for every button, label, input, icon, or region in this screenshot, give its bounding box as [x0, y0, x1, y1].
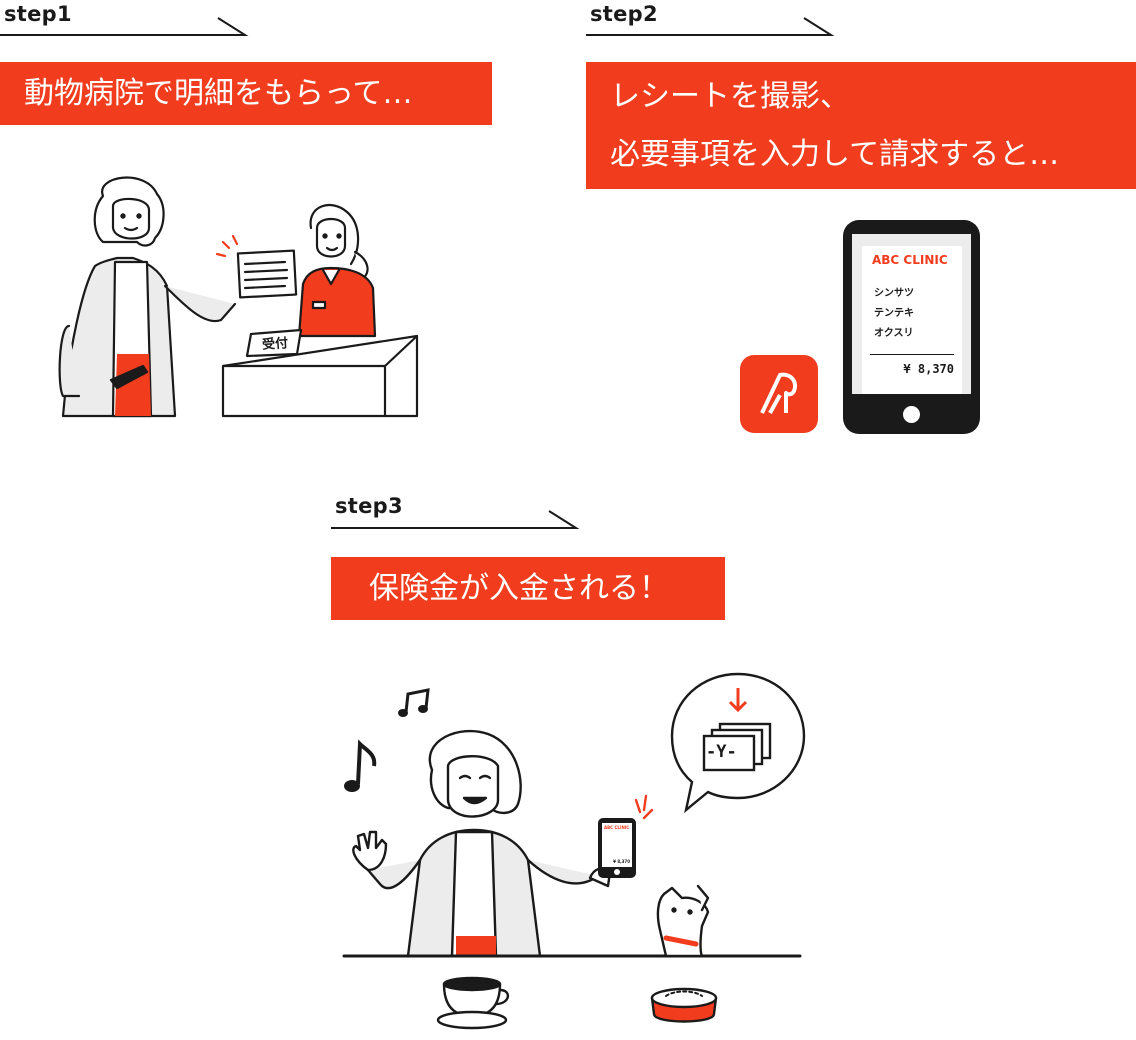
step1-label: step1 [4, 2, 72, 26]
step2-banner-line2: 必要事項を入力して請求すると… [610, 136, 1060, 172]
scene3-happy-woman-illustration [342, 729, 802, 1030]
receipt-total: ¥ 8,370 [903, 362, 954, 376]
step3-arrow-line [331, 510, 580, 529]
smartphone: ABC CLINIC シンサツ テンテキ オクスリ ¥ 8,370 [843, 220, 980, 434]
phone-home-button[interactable] [903, 406, 920, 423]
scene1-reception-illustration [58, 176, 419, 418]
receipt: ABC CLINIC シンサツ テンテキ オクスリ ¥ 8,370 [862, 246, 962, 394]
dog-app-icon[interactable] [740, 355, 818, 433]
receipt-clinic-name: ABC CLINIC [872, 253, 948, 267]
down-arrow-icon [728, 688, 748, 713]
deposit-speech-bubble [670, 672, 806, 814]
receipt-item: シンサツ [874, 288, 914, 299]
small-smartphone: ABC CLINIC ¥ 8,370 [598, 818, 636, 878]
reception-sign-label: 受付 [261, 336, 289, 353]
step3-banner-text: 保険金が入金される！ [369, 570, 669, 606]
step2-arrow-line [586, 17, 835, 36]
step2-banner: レシートを撮影、 必要事項を入力して請求すると… [586, 62, 1136, 189]
step2-label: step2 [590, 2, 658, 26]
step1-banner: 動物病院で明細をもらって… [0, 62, 492, 125]
step3-label: step3 [335, 494, 403, 518]
music-note-icon [344, 739, 377, 792]
step1-banner-text: 動物病院で明細をもらって… [24, 75, 413, 111]
receipt-item: オクスリ [874, 328, 914, 339]
small-receipt-clinic-name: ABC CLINIC [604, 825, 630, 830]
money-yen-label: -Y- [706, 742, 737, 762]
step3-banner: 保険金が入金される！ [331, 557, 725, 620]
step2-banner-line1: レシートを撮影、 [610, 78, 850, 114]
phone-screen: ABC CLINIC シンサツ テンテキ オクスリ ¥ 8,370 [852, 234, 971, 394]
receipt-item: テンテキ [874, 308, 914, 319]
step1-arrow-line [0, 17, 249, 36]
small-phone-screen: ABC CLINIC ¥ 8,370 [602, 823, 632, 867]
receipt-divider [870, 354, 954, 355]
money-stack-icon [702, 722, 772, 772]
music-note-icon [398, 688, 430, 717]
small-phone-home-button [614, 869, 620, 875]
small-receipt-total: ¥ 8,370 [613, 859, 630, 864]
